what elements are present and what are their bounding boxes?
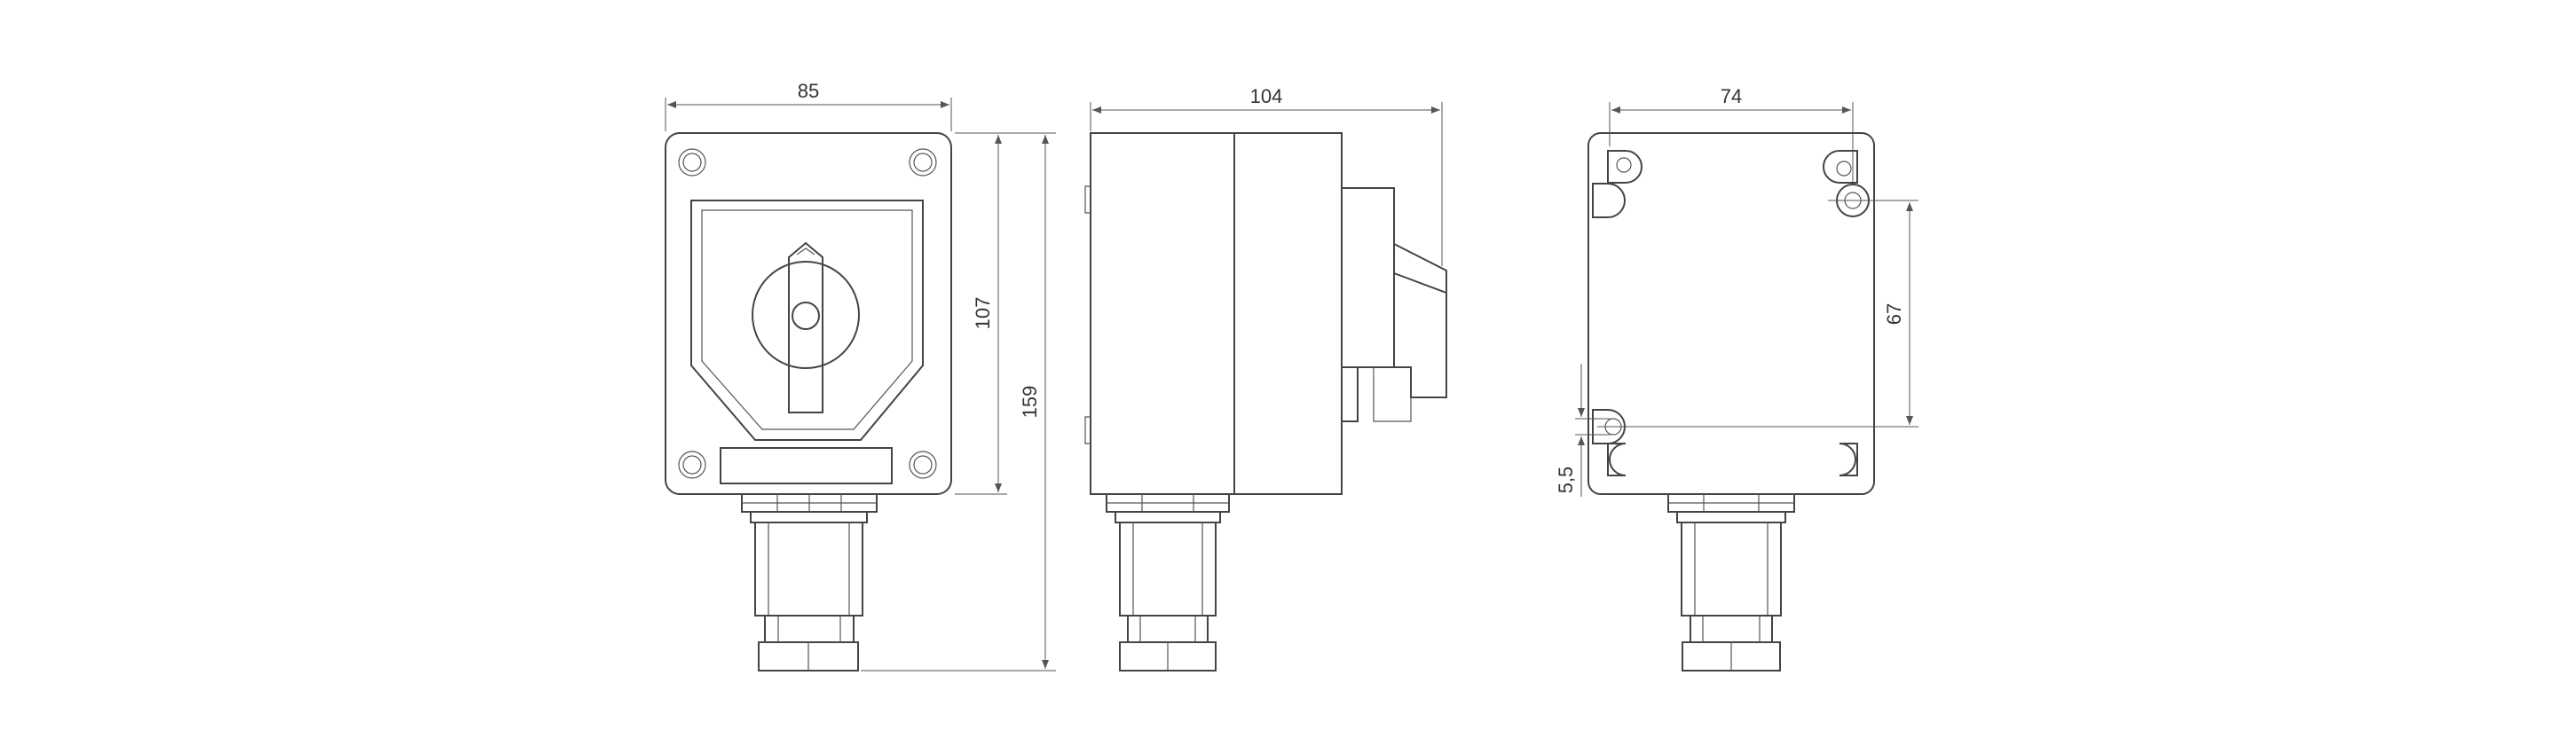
rotary-knob-icon	[752, 241, 860, 413]
rear-body-outline	[1587, 132, 1875, 495]
side-view	[1084, 132, 1447, 672]
dim-104-label: 104	[1250, 85, 1283, 107]
rear-view	[1587, 132, 1875, 672]
side-knob-profile	[1342, 187, 1395, 368]
corner-screw-icon	[678, 148, 937, 479]
dim-67-label: 67	[1883, 303, 1905, 325]
side-cable-gland	[1106, 493, 1230, 672]
front-total-height-dimension: 159	[861, 132, 1056, 672]
switch-plate	[690, 200, 924, 441]
label-strip	[720, 447, 893, 484]
dim-5-5-label: 5,5	[1555, 467, 1577, 494]
cable-gland	[741, 493, 878, 672]
dim-107-label: 107	[972, 297, 994, 330]
rear-hole-spacing-y-dimension: 67	[1597, 200, 1918, 428]
rear-hole-diameter-dimension: 5,5	[1555, 364, 1611, 497]
front-body-height-dimension: 107	[955, 132, 1007, 495]
rear-hole-spacing-x-dimension: 74	[1609, 85, 1854, 182]
front-width-dimension: 85	[665, 80, 952, 131]
mounting-hole-icon	[1592, 183, 1870, 444]
side-depth-dimension: 104	[1090, 85, 1443, 266]
side-body-outline	[1090, 132, 1343, 495]
front-view	[665, 132, 952, 672]
rear-cable-gland	[1667, 493, 1795, 672]
mounting-slot-icon	[1607, 150, 1858, 476]
dim-159-label: 159	[1019, 386, 1041, 419]
dim-85-label: 85	[798, 80, 819, 102]
dim-74-label: 74	[1721, 85, 1742, 107]
